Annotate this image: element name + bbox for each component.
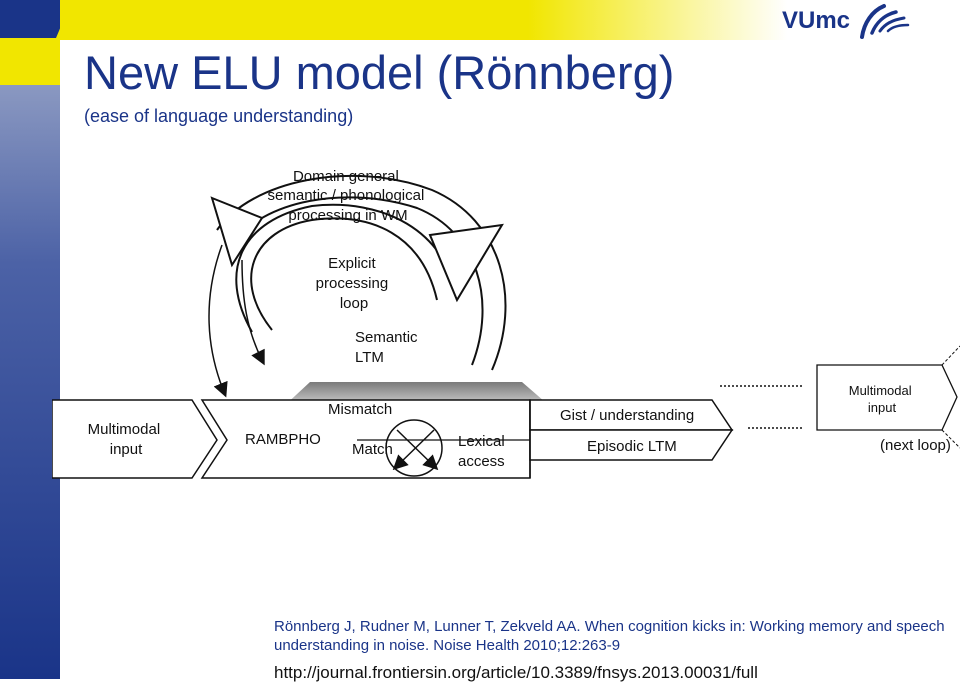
gist-label: Gist / understanding — [560, 407, 694, 424]
multimodal-input-label: Multimodal input — [88, 421, 165, 458]
logo-waves-icon — [860, 4, 910, 39]
page-title: New ELU model (Rönnberg) — [84, 46, 675, 99]
outer-loop-arrow — [216, 174, 507, 371]
page-subtitle: (ease of language understanding) — [84, 106, 354, 126]
inner-arrow-head — [428, 223, 504, 303]
explicit-loop-label: Explicit processing loop — [316, 255, 393, 312]
citation: Rönnberg J, Rudner M, Lunner T, Zekveld … — [274, 618, 945, 654]
vumc-logo: VUmc — [782, 2, 910, 40]
episodic-ltm-label: Episodic LTM — [587, 438, 677, 455]
logo-text: VUmc — [782, 7, 851, 34]
match-circle-icon — [385, 419, 443, 477]
next-input-label: Multimodal input — [849, 383, 915, 415]
inner-loop-arrow — [250, 217, 438, 331]
left-color-band — [0, 0, 60, 679]
next-input-box — [816, 364, 958, 431]
rambpho-box — [200, 399, 531, 479]
rambpho-label: RAMBPHO — [245, 431, 321, 448]
match-label: Match — [352, 441, 393, 458]
next-loop-label: (next loop) — [880, 437, 951, 454]
outer-arrow-head — [210, 196, 264, 268]
semantic-ltm-label: Semantic LTM — [355, 329, 422, 366]
source-url[interactable]: http://journal.frontiersin.org/article/1… — [274, 663, 758, 682]
top-color-band — [0, 0, 960, 40]
domain-general-label: Domain general semantic / phonological p… — [268, 168, 429, 224]
lexical-access-label: Lexical access — [458, 433, 509, 470]
multimodal-input-arrow — [52, 399, 218, 479]
elu-model-diagram: Domain general semantic / phonological p… — [52, 168, 960, 479]
mismatch-label: Mismatch — [328, 401, 392, 418]
